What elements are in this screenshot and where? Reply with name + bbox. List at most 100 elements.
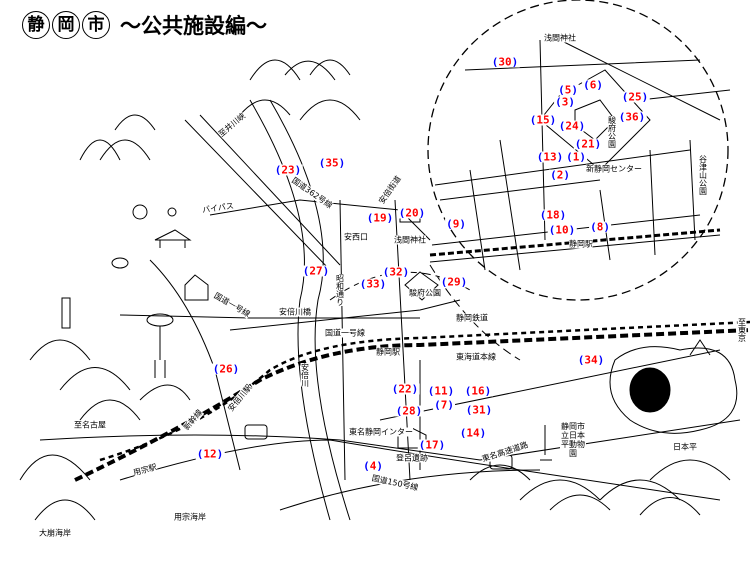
label-sunpu: 駿府公園 xyxy=(409,288,441,298)
label-mochimune-coast: 用宗海岸 xyxy=(174,512,206,522)
orange-icon xyxy=(132,204,148,220)
facility-marker-4[interactable]: (4) xyxy=(362,460,384,472)
facility-marker-1[interactable]: (1) xyxy=(565,150,587,164)
facility-marker-25[interactable]: (25) xyxy=(620,90,650,104)
facility-marker-26[interactable]: (26) xyxy=(211,362,241,376)
paren-open: ( xyxy=(212,362,220,376)
paren-open: ( xyxy=(382,265,390,279)
facility-number: 29 xyxy=(447,275,461,289)
paren-close: ) xyxy=(294,163,302,177)
facility-marker-16[interactable]: (16) xyxy=(463,384,493,398)
facility-marker-9[interactable]: (9) xyxy=(445,218,467,230)
paren-open: ( xyxy=(459,426,467,440)
paren-close: ) xyxy=(511,55,519,69)
facility-marker-35[interactable]: (35) xyxy=(317,156,347,170)
facility-marker-36[interactable]: (36) xyxy=(617,110,647,124)
label-to-tokyo: 至東京 xyxy=(737,318,747,342)
facility-marker-24[interactable]: (24) xyxy=(557,119,587,133)
facility-marker-11[interactable]: (11) xyxy=(426,384,456,398)
facility-marker-6[interactable]: (6) xyxy=(582,78,604,92)
label-shinshizuoka: 新静岡センター xyxy=(586,164,642,174)
paren-open: ( xyxy=(440,275,448,289)
facility-marker-34[interactable]: (34) xyxy=(576,353,606,367)
paren-open: ( xyxy=(558,83,565,97)
label-tomei-ic: 東名静岡インター xyxy=(349,427,413,437)
paren-close: ) xyxy=(568,223,576,237)
paren-close: ) xyxy=(338,156,346,170)
facility-marker-29[interactable]: (29) xyxy=(439,275,469,289)
label-sengen-top: 浅間神社 xyxy=(544,33,576,43)
facility-number: 25 xyxy=(628,90,642,104)
paren-close: ) xyxy=(447,398,454,412)
facility-marker-10[interactable]: (10) xyxy=(547,223,577,237)
paren-open: ( xyxy=(359,277,367,291)
facility-marker-13[interactable]: (13) xyxy=(535,151,565,163)
paren-close: ) xyxy=(447,384,455,398)
facility-marker-23[interactable]: (23) xyxy=(273,163,303,177)
facility-marker-28[interactable]: (28) xyxy=(394,405,424,417)
facility-number: 23 xyxy=(281,163,295,177)
title-circled-char: 市 xyxy=(82,11,110,39)
facility-marker-30[interactable]: (30) xyxy=(490,55,520,69)
title-circled-char: 岡 xyxy=(52,11,80,39)
paren-close: ) xyxy=(641,90,649,104)
paren-close: ) xyxy=(379,277,387,291)
paren-close: ) xyxy=(578,119,586,133)
facility-number: 27 xyxy=(309,264,323,278)
paren-open: ( xyxy=(274,163,282,177)
label-route1-a: 国道一号線 xyxy=(325,328,365,338)
facility-number: 24 xyxy=(565,119,579,133)
facility-marker-12[interactable]: (12) xyxy=(195,448,225,460)
roads xyxy=(39,114,741,511)
paren-open: ( xyxy=(590,220,597,234)
paren-close: ) xyxy=(571,83,578,97)
facility-marker-27[interactable]: (27) xyxy=(301,264,331,278)
paren-close: ) xyxy=(638,110,646,124)
facility-marker-33[interactable]: (33) xyxy=(358,277,388,291)
label-tokaido: 東海道本線 xyxy=(456,352,496,362)
paren-close: ) xyxy=(597,353,605,367)
facility-marker-5[interactable]: (5) xyxy=(557,83,579,97)
giraffe-icon xyxy=(540,425,552,461)
paren-close: ) xyxy=(479,426,487,440)
paren-close: ) xyxy=(402,265,410,279)
paren-open: ( xyxy=(555,95,562,109)
facility-number: 21 xyxy=(581,137,595,151)
facility-number: 16 xyxy=(471,384,485,398)
paren-close: ) xyxy=(568,95,575,109)
mount-fuji-icon xyxy=(689,339,711,356)
facility-marker-18[interactable]: (18) xyxy=(538,209,568,221)
facility-marker-32[interactable]: (32) xyxy=(381,265,411,279)
facility-marker-14[interactable]: (14) xyxy=(458,426,488,440)
facility-marker-22[interactable]: (22) xyxy=(390,383,420,395)
facility-marker-19[interactable]: (19) xyxy=(365,212,395,224)
paren-open: ( xyxy=(550,168,557,182)
facility-marker-31[interactable]: (31) xyxy=(464,404,494,416)
paren-open: ( xyxy=(434,398,441,412)
facility-number: 3 xyxy=(561,95,569,109)
facility-marker-3[interactable]: (3) xyxy=(554,95,576,109)
paren-close: ) xyxy=(418,206,426,220)
facility-number: 11 xyxy=(434,384,448,398)
facility-marker-2[interactable]: (2) xyxy=(549,168,571,182)
facility-number: 6 xyxy=(589,78,597,92)
facility-marker-20[interactable]: (20) xyxy=(397,206,427,220)
cloud-illustration xyxy=(609,346,738,434)
label-showa: 昭和通り xyxy=(335,274,345,306)
facility-marker-21[interactable]: (21) xyxy=(573,137,603,151)
facility-marker-8[interactable]: (8) xyxy=(589,220,611,234)
paren-open: ( xyxy=(491,55,499,69)
facility-marker-17[interactable]: (17) xyxy=(417,439,447,451)
paren-close: ) xyxy=(563,168,570,182)
label-abekawa-bridge: 安倍川橋 xyxy=(279,307,311,317)
paren-open: ( xyxy=(566,150,573,164)
person-head-illustration xyxy=(629,367,671,413)
facility-number: 36 xyxy=(625,110,639,124)
facility-marker-15[interactable]: (15) xyxy=(528,114,558,126)
facility-number: 33 xyxy=(366,277,380,291)
car-icon xyxy=(244,424,268,440)
facility-marker-7[interactable]: (7) xyxy=(433,398,455,412)
label-toro: 登呂遺跡 xyxy=(396,453,428,463)
map-title: 静 岡 市 ～公共施設編～ xyxy=(22,10,267,40)
